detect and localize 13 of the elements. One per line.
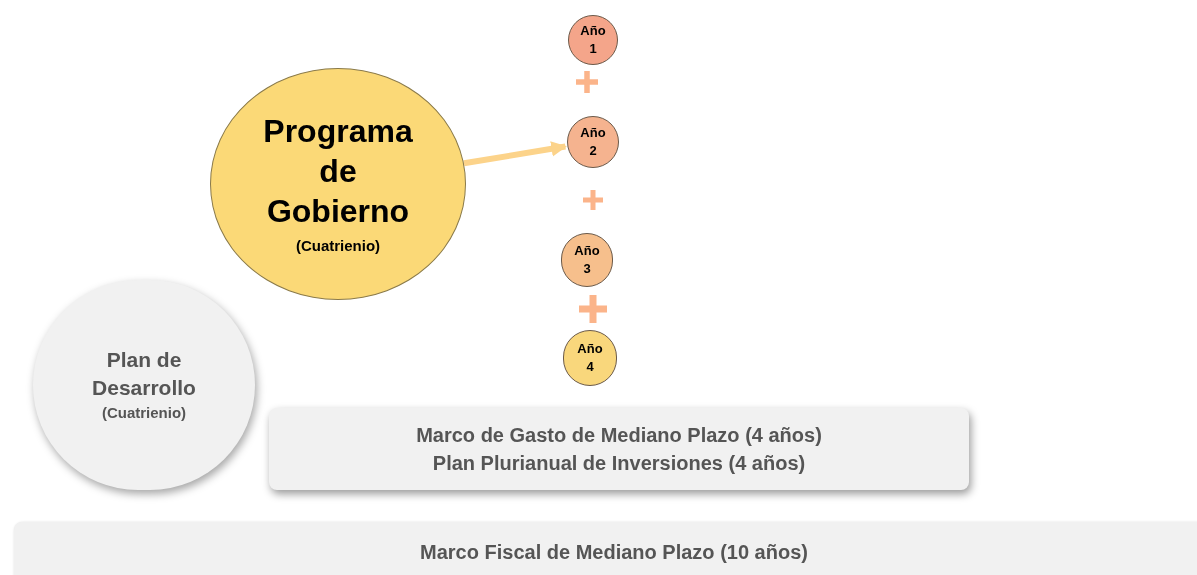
bar-text: Marco Fiscal de Mediano Plazo (10 años)	[420, 540, 808, 565]
node-title: Plan de Desarrollo	[91, 346, 197, 401]
node-subtitle: (Cuatrienio)	[295, 235, 381, 256]
node-title: Programa de Gobierno	[262, 111, 414, 231]
bar-text: Plan Plurianual de Inversiones (4 años)	[432, 451, 806, 476]
bar-text: Marco de Gasto de Mediano Plazo (4 años)	[416, 423, 822, 448]
year-label: Año 2	[579, 124, 607, 160]
arrow	[463, 141, 567, 167]
year-label: Año 1	[579, 22, 607, 58]
year-label: Año 4	[576, 340, 604, 376]
year-label: Año 3	[573, 242, 601, 278]
node-subtitle: (Cuatrienio)	[101, 402, 187, 423]
info-bar	[269, 408, 969, 490]
